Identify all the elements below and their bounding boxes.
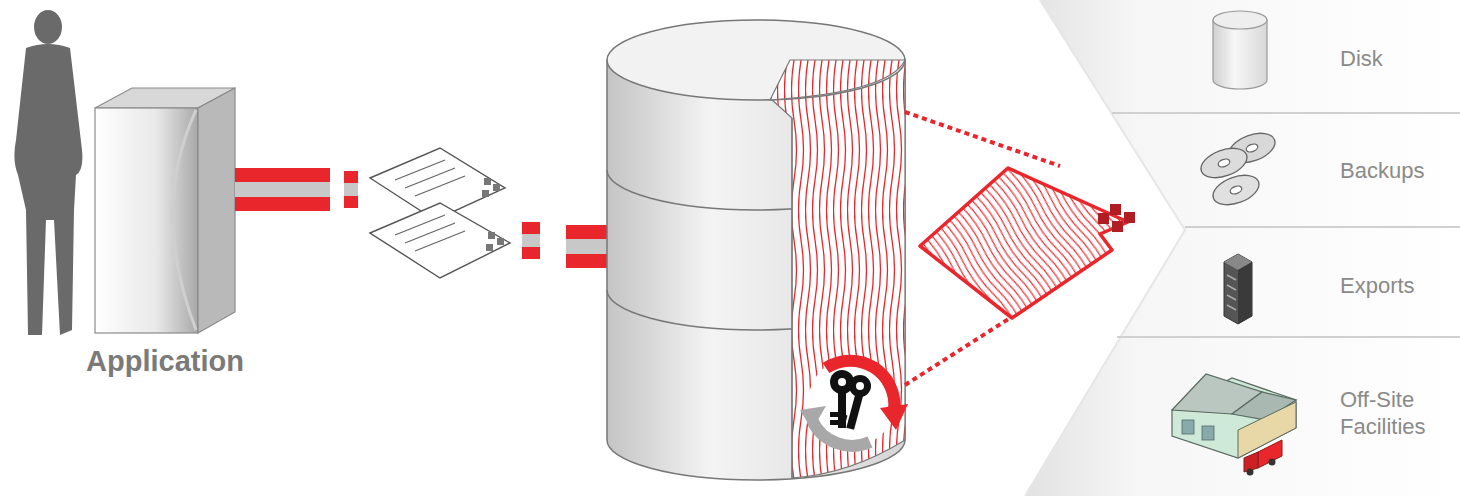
projection-line xyxy=(905,318,1010,385)
application-server: Application xyxy=(85,80,245,378)
storage-row: Exports xyxy=(1340,255,1455,315)
key-rotation-icon xyxy=(800,358,908,446)
warehouse-icon xyxy=(1172,374,1296,476)
storage-row: Backups xyxy=(1340,140,1455,200)
row-divider xyxy=(1117,336,1460,338)
storage-row: Off-Site Facilities xyxy=(1340,373,1450,453)
node-label: Application xyxy=(86,344,244,378)
row-divider xyxy=(1112,112,1460,114)
storage-label: Disk xyxy=(1340,45,1383,72)
storage-label: Off-Site Facilities xyxy=(1340,386,1450,440)
storage-label: Backups xyxy=(1340,157,1424,184)
backup-discs-icon xyxy=(1197,128,1279,211)
person-silhouette xyxy=(14,10,82,335)
projection-line xyxy=(905,112,1060,166)
storage-row: Disk xyxy=(1340,28,1455,88)
encrypted-document xyxy=(920,168,1135,318)
server-cabinet xyxy=(95,88,235,333)
database-cylinder xyxy=(607,20,905,480)
export-server-icon xyxy=(1224,254,1252,324)
plaintext-documents xyxy=(370,148,510,278)
disk-icon xyxy=(1213,11,1267,89)
storage-label: Exports xyxy=(1340,272,1415,299)
row-divider xyxy=(1185,226,1460,228)
